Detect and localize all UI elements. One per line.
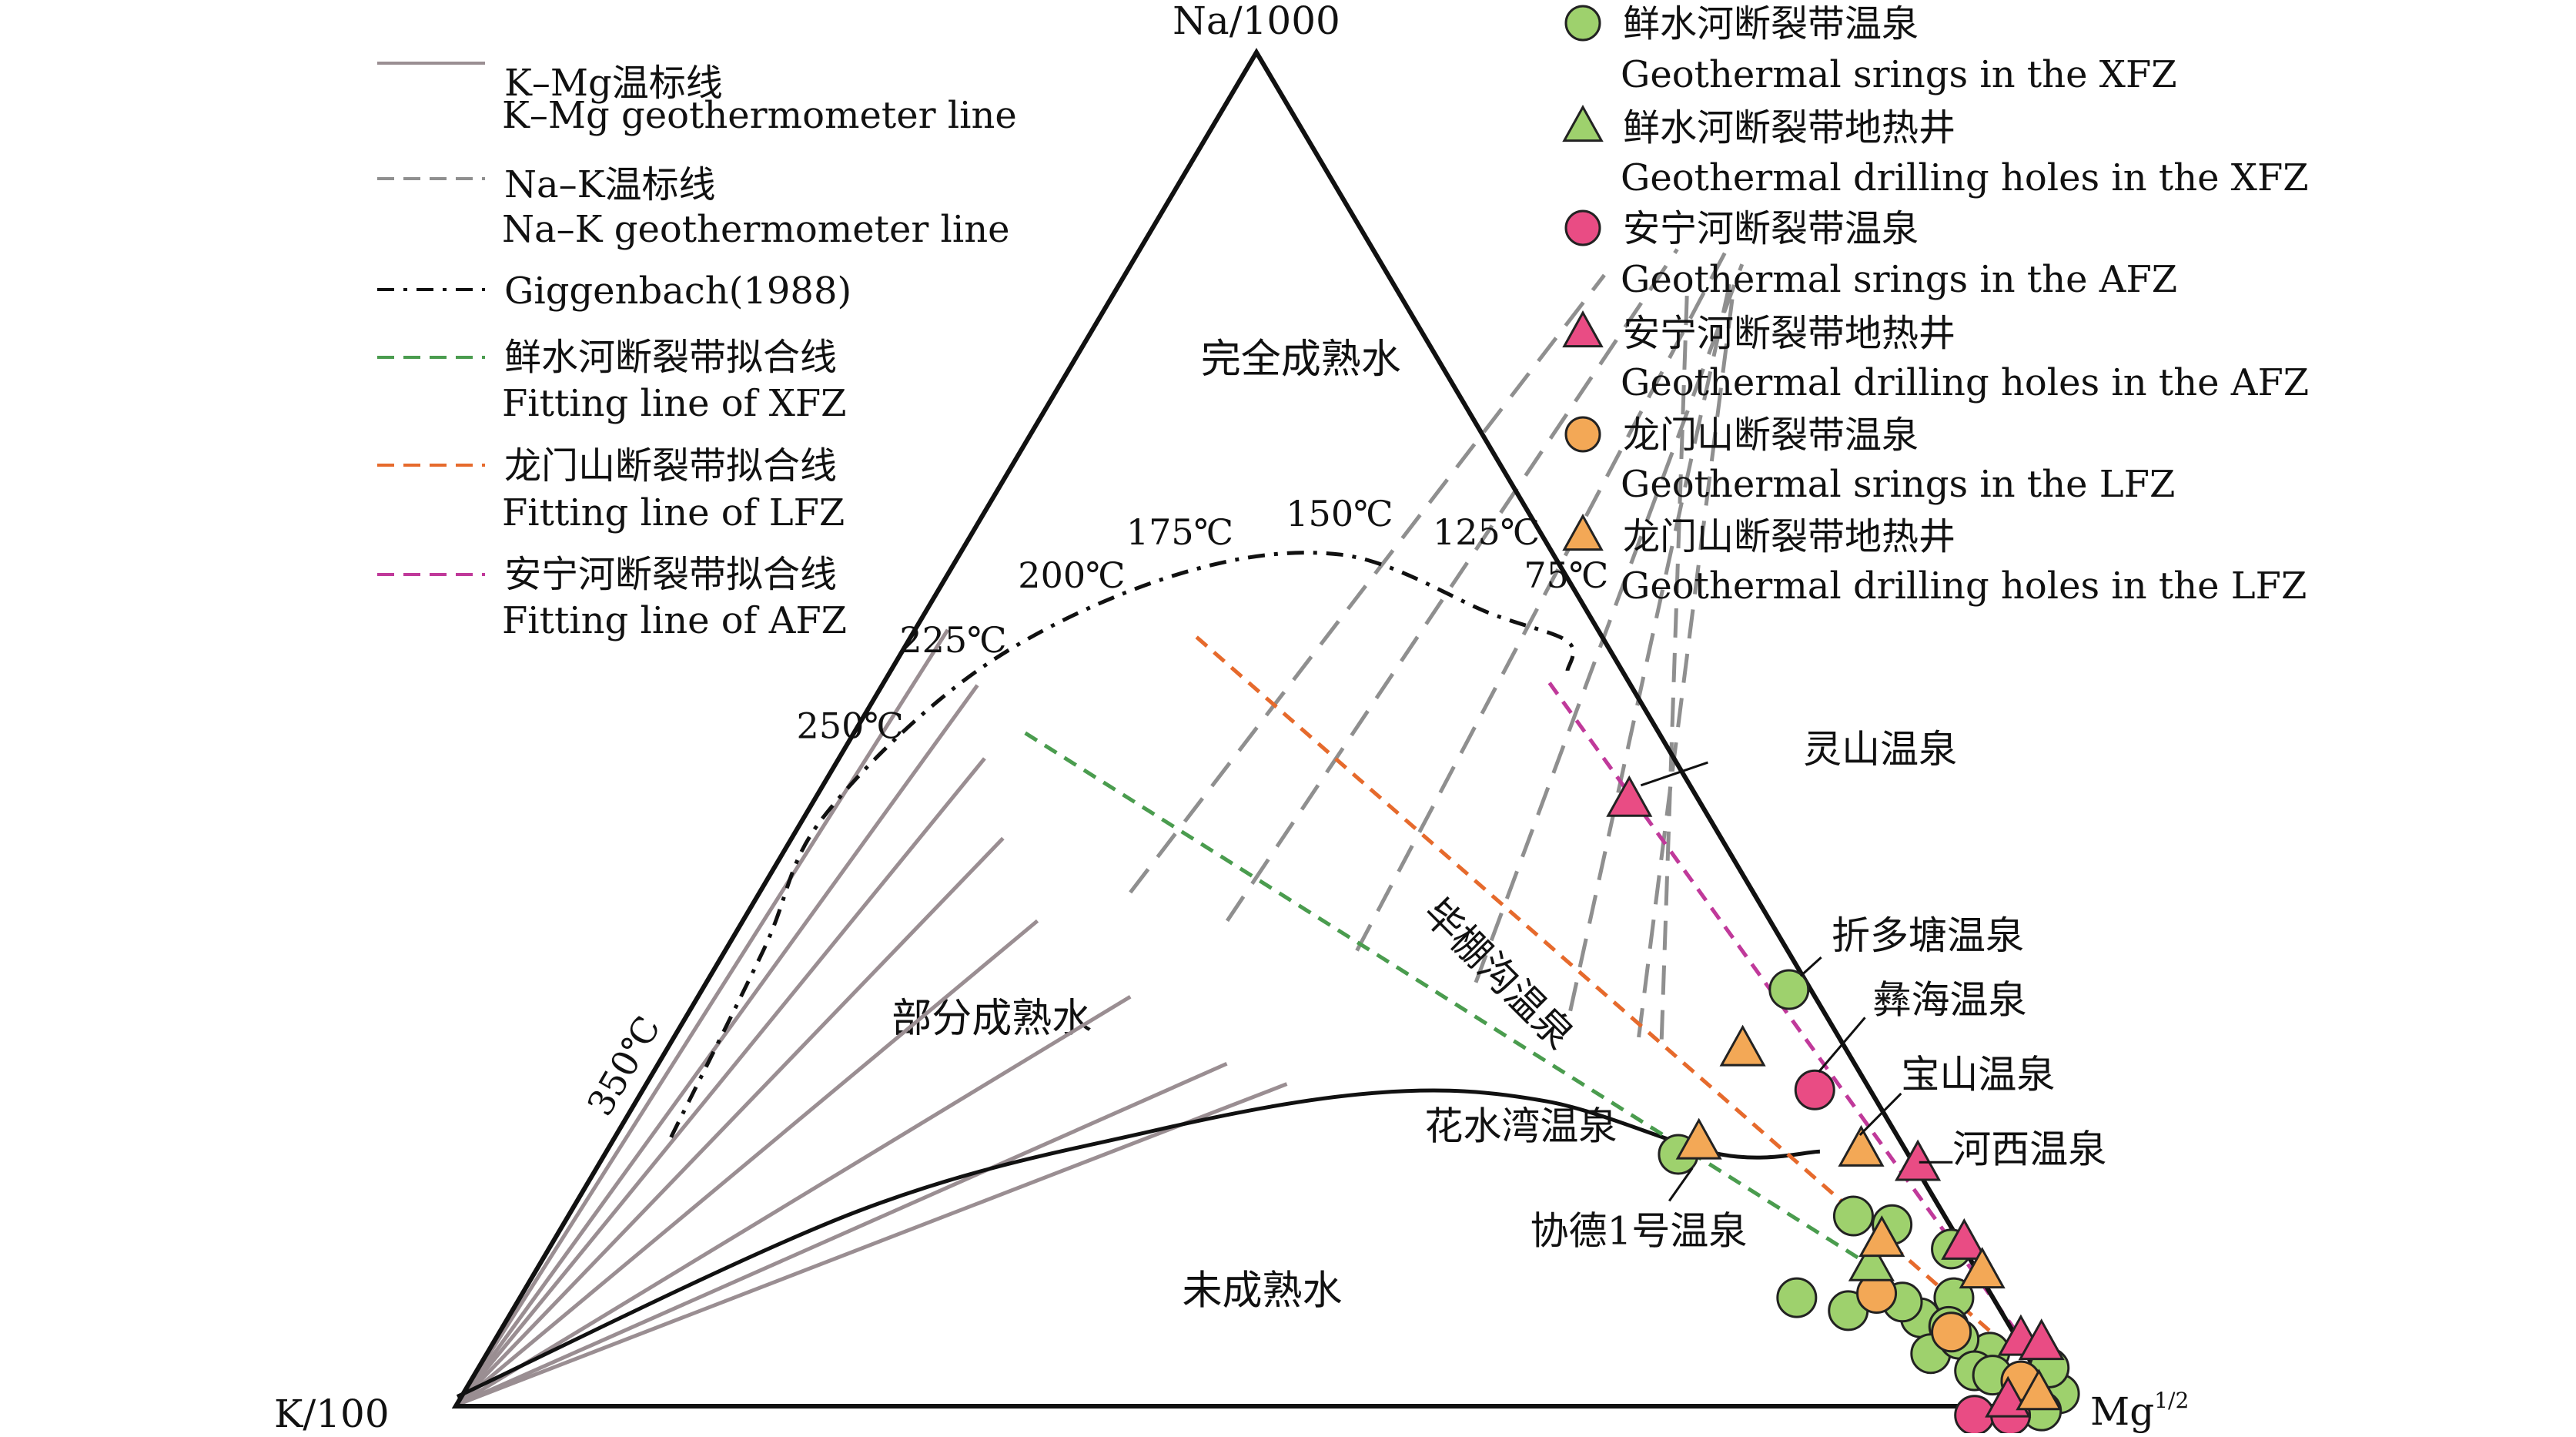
km-line-225 bbox=[456, 757, 986, 1406]
point-triangle bbox=[1895, 1139, 1942, 1181]
annotation-label: 灵山温泉 bbox=[1803, 727, 1957, 772]
km-line-150 bbox=[456, 995, 1132, 1407]
nak-line bbox=[1129, 273, 1606, 894]
point-circle bbox=[1832, 1195, 1874, 1237]
fitting-line-0 bbox=[1024, 731, 1873, 1268]
legend-marker-label-en: Geothermal drilling holes in the LFZ bbox=[1621, 564, 2307, 608]
vertex-label-k: K/100 bbox=[274, 1392, 390, 1433]
legend-markers: 鲜水河断裂带温泉 Geothermal srings in the XFZ 鲜水河断… bbox=[1562, 2, 2309, 608]
legend-triangle-icon bbox=[1562, 514, 1604, 551]
region-label-full: 完全成熟水 bbox=[1201, 337, 1401, 383]
ternary-frame bbox=[451, 48, 2062, 1409]
point-circle bbox=[1794, 1069, 1835, 1110]
nak-line bbox=[1637, 287, 1736, 1038]
vertex-labels: Na/1000 K/100 Mg1/2 bbox=[274, 0, 2189, 1436]
legend-marker-label-cn: 鲜水河断裂带温泉 bbox=[1623, 2, 1919, 45]
point-triangle bbox=[2016, 1368, 2062, 1411]
point-triangle bbox=[1675, 1117, 1722, 1160]
legend-triangle-icon bbox=[1562, 310, 1604, 348]
legend-circle-icon bbox=[1564, 5, 1601, 42]
nak-geothermometer-lines bbox=[1129, 248, 1745, 1040]
km-line-250 bbox=[455, 684, 979, 1406]
legend-line-label-cn: Na–K温标线 bbox=[504, 163, 715, 206]
annotation-leader bbox=[1640, 761, 1708, 787]
nak-line bbox=[1568, 270, 1735, 1012]
point-triangle bbox=[1959, 1247, 2006, 1289]
legend-marker-label-en: Geothermal srings in the LFZ bbox=[1621, 463, 2175, 506]
region-label-immature: 未成熟水 bbox=[1183, 1268, 1343, 1315]
annotation-label: 彝海温泉 bbox=[1873, 978, 2027, 1023]
legend-marker-label-cn: 龙门山断裂带温泉 bbox=[1623, 414, 1919, 457]
annotation-leader bbox=[1858, 1092, 1902, 1136]
legend-marker-label-en: Geothermal drilling holes in the XFZ bbox=[1621, 156, 2309, 199]
temp-label: 150℃ bbox=[1286, 493, 1393, 534]
annotation-leader bbox=[1799, 956, 1822, 977]
legend-marker-label-cn: 鲜水河断裂带地热井 bbox=[1623, 106, 1955, 149]
legend-circle-icon bbox=[1564, 209, 1601, 246]
point-triangle bbox=[1838, 1124, 1885, 1167]
point-circle bbox=[1931, 1311, 1972, 1353]
km-line-175 bbox=[456, 919, 1039, 1406]
legend-marker-label-en: Geothermal drilling holes in the AFZ bbox=[1621, 361, 2309, 404]
annotation-leader bbox=[1818, 1017, 1866, 1074]
vertex-label-na: Na/1000 bbox=[1173, 0, 1340, 43]
point-triangle bbox=[1606, 775, 1653, 817]
legend-line-label-en: Na–K geothermometer line bbox=[502, 208, 1010, 251]
region-label-partial: 部分成熟水 bbox=[892, 996, 1092, 1042]
nak-line bbox=[1225, 248, 1679, 923]
point-triangle bbox=[1719, 1024, 1766, 1067]
vertex-label-mg: Mg1/2 bbox=[2090, 1388, 2189, 1433]
km-line-75 bbox=[457, 1082, 1288, 1407]
annotation-label: 宝山温泉 bbox=[1901, 1052, 2055, 1097]
legend-line-label-en: Fitting line of AFZ bbox=[502, 599, 847, 642]
legend-marker-label-cn: 龙门山断裂带地热井 bbox=[1623, 515, 1955, 558]
legend-triangle-icon bbox=[1562, 105, 1604, 142]
legend-marker-label-en: Geothermal srings in the XFZ bbox=[1621, 53, 2177, 96]
legend-marker-label-cn: 安宁河断裂带地热井 bbox=[1623, 312, 1955, 355]
nak-line bbox=[1659, 287, 1690, 1040]
annotation-label: 协德1号温泉 bbox=[1531, 1208, 1748, 1253]
vertex-label-mg-base: Mg bbox=[2090, 1389, 2154, 1433]
point-triangle bbox=[1858, 1215, 1905, 1258]
ternary-triangle bbox=[451, 48, 2062, 1409]
legend-line-label-cn: Giggenbach(1988) bbox=[504, 270, 851, 313]
vertex-label-mg-superscript: 1/2 bbox=[2154, 1388, 2189, 1413]
km-line-125 bbox=[456, 1061, 1228, 1407]
legend-circle-icon bbox=[1564, 416, 1601, 453]
km-geothermometer-lines bbox=[455, 628, 1288, 1407]
temp-label: 200℃ bbox=[1018, 554, 1125, 596]
point-circle bbox=[1776, 1277, 1818, 1318]
point-triangle bbox=[2018, 1318, 2065, 1361]
data-points bbox=[1606, 775, 2080, 1436]
nak-line bbox=[1474, 263, 1745, 983]
legend-line-label-en: Fitting line of XFZ bbox=[502, 382, 847, 425]
legend-line-label-en: Fitting line of LFZ bbox=[502, 491, 845, 534]
point-circle bbox=[1768, 969, 1810, 1010]
annotation-label: 折多塘温泉 bbox=[1832, 913, 2024, 958]
legend-line-label-cn: K–Mg温标线 bbox=[504, 62, 723, 105]
legend-marker-label-en: Geothermal srings in the AFZ bbox=[1621, 258, 2177, 301]
temp-label: 125℃ bbox=[1433, 511, 1540, 553]
annotation-label: 花水湾温泉 bbox=[1424, 1104, 1617, 1148]
point-triangle bbox=[1941, 1218, 1988, 1260]
annotation-leader bbox=[1668, 1167, 1694, 1202]
annotation-label: 河西温泉 bbox=[1952, 1127, 2106, 1171]
legend-line-label-cn: 安宁河断裂带拟合线 bbox=[504, 553, 837, 596]
legend-line-label-cn: 龙门山断裂带拟合线 bbox=[504, 444, 837, 487]
temp-label: 175℃ bbox=[1126, 511, 1233, 553]
legend-line-label-en: K–Mg geothermometer line bbox=[502, 94, 1017, 137]
legend-marker-label-cn: 安宁河断裂带温泉 bbox=[1623, 207, 1919, 250]
km-line-200 bbox=[456, 836, 1005, 1406]
km-line-350 bbox=[455, 628, 950, 1406]
legend-line-label-cn: 鲜水河断裂带拟合线 bbox=[504, 336, 837, 379]
point-triangle bbox=[1848, 1239, 1895, 1281]
